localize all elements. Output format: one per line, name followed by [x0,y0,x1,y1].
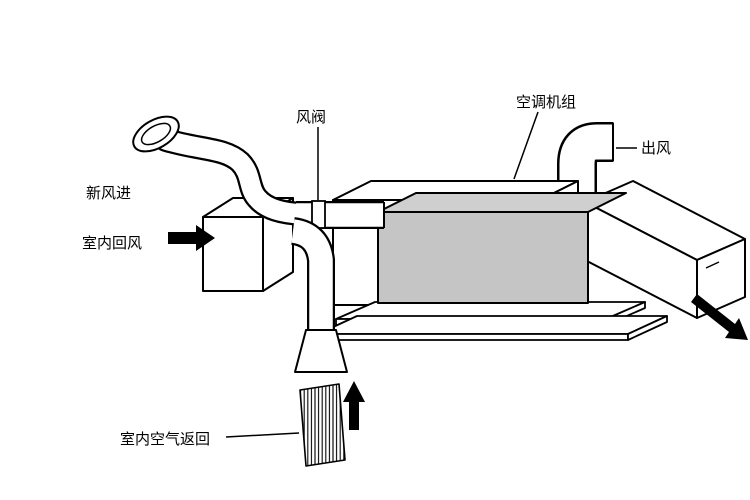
ac-unit-front-face [377,211,589,304]
base-plate-2-side [627,315,668,341]
return-air-flow-arrow [168,225,215,251]
return-down-pipe-inner [290,219,333,333]
ac-unit-top-face [377,192,627,213]
label-indoor-air-return: 室内空气返回 [120,431,210,448]
ac-unit-leader-line [513,111,539,180]
outlet-duct [584,180,746,319]
pipe-flare-fitting [294,329,348,373]
supply-pipe [296,201,385,229]
outlet-flow-arrow [691,294,748,340]
outlet-stack-inner [559,124,615,202]
return-grille [299,383,346,467]
label-damper: 风阀 [296,109,326,126]
fresh-air-hood-opening [140,122,172,146]
fresh-air-pipe-inner [156,130,312,224]
outlet-stack [557,122,617,202]
base-plate-2-top [317,315,668,335]
fresh-air-pipe [154,128,314,226]
grille-up-arrow [343,381,365,430]
label-indoor-return-air: 室内回风 [82,235,142,252]
base-plate-2-front [317,333,629,341]
fresh-air-hood [132,115,180,153]
outlet-duct-inner-tick [705,261,720,269]
label-fresh-air-in: 新风进 [86,185,131,202]
label-ac-unit: 空调机组 [516,94,576,111]
base-plates [317,301,668,341]
label-air-outlet: 出风 [641,140,671,157]
return-down-pipe [290,217,335,333]
ac-unit-body [377,192,627,304]
return-air-box-front [202,216,264,292]
air-return-leader-line [225,432,300,438]
